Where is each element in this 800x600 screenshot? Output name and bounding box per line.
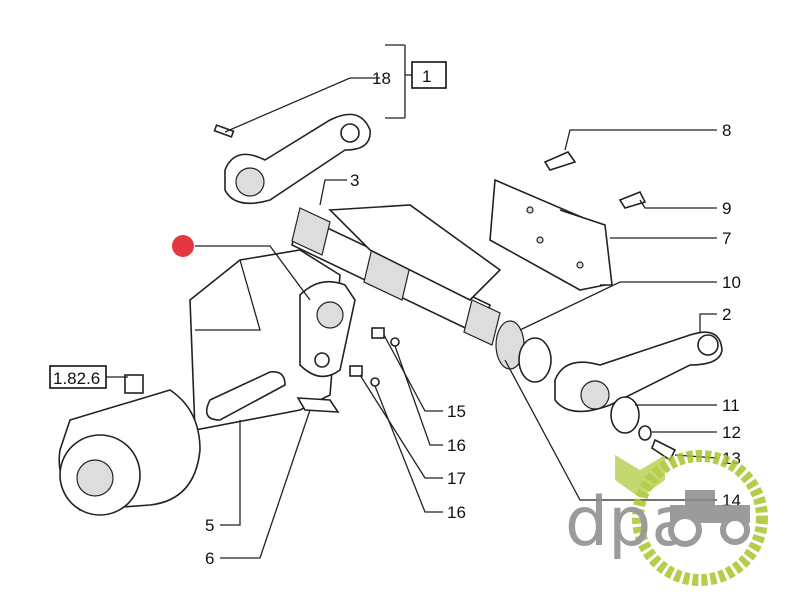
- callout-10: 10: [722, 273, 741, 292]
- washer-10: [518, 337, 552, 383]
- tractor-icon: [668, 490, 750, 547]
- callout-16b: 16: [447, 503, 466, 522]
- washer-11: [610, 396, 640, 434]
- reference-box: [411, 61, 447, 89]
- callout-8: 8: [722, 121, 731, 140]
- wheat-icon: [615, 455, 665, 498]
- bolt-9: [618, 190, 647, 209]
- callout-11: 11: [722, 396, 740, 415]
- lever-2: [554, 331, 723, 413]
- callout-2: 2: [722, 305, 731, 324]
- assembly-ref-label[interactable]: 1.82.6: [53, 369, 100, 388]
- hydraulic-cylinder: [58, 374, 201, 516]
- shaft-3: [291, 204, 502, 346]
- callout-15: 15: [447, 402, 466, 421]
- callout-16: 16: [447, 436, 466, 455]
- callout-12: 12: [722, 423, 741, 442]
- callout-3: 3: [350, 171, 359, 190]
- nut-15: [371, 327, 385, 339]
- callout-5: 5: [205, 516, 214, 535]
- callout-9: 9: [722, 199, 731, 218]
- pin-5: [205, 370, 286, 421]
- arm-left: [299, 280, 356, 378]
- pin-6: [296, 397, 340, 413]
- bolt-16: [390, 337, 400, 347]
- highlight-dot: [172, 235, 194, 257]
- gear-ring-icon: [632, 450, 768, 586]
- lever-18: [213, 113, 371, 205]
- cover-plate-7: [489, 178, 613, 291]
- dpa-logo: dpa: [565, 450, 768, 586]
- callout-6: 6: [205, 549, 214, 568]
- callout-18: 18: [372, 69, 391, 88]
- washer-12: [638, 425, 652, 441]
- nut-17: [349, 365, 363, 377]
- reference-box-label: 1: [422, 67, 431, 86]
- housing-edge: [195, 259, 261, 331]
- callout-17: 17: [447, 469, 466, 488]
- callout-7: 7: [722, 229, 731, 248]
- bolt-8: [543, 151, 577, 171]
- bolt-16b: [370, 377, 380, 387]
- highlight-leader: [195, 245, 311, 301]
- assembly-ref-box[interactable]: [49, 365, 107, 389]
